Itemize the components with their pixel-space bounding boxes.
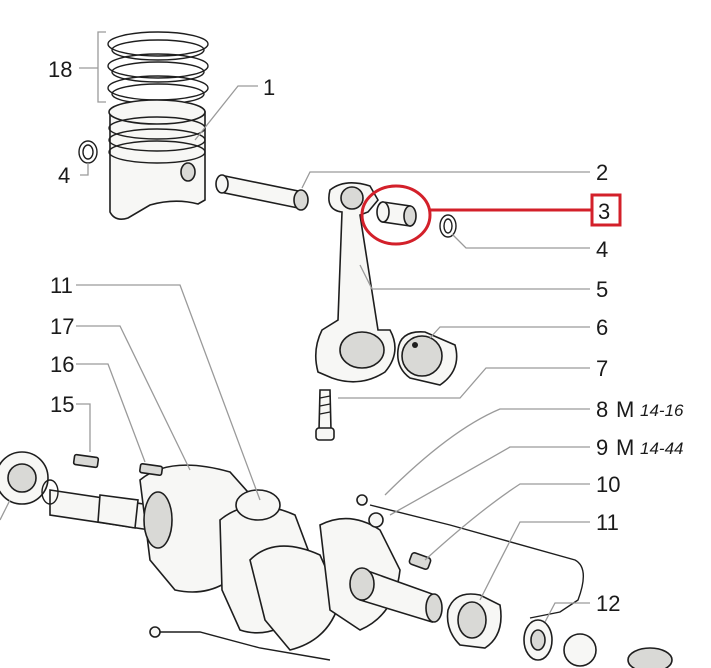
rod-bolt [315, 389, 335, 441]
key-16 [139, 462, 164, 477]
label-11-left: 11 [50, 273, 73, 298]
piston-rings [107, 31, 209, 105]
part-labels: 18 1 4 2 3 4 5 6 7 8 M 14-16 9 M 14-44 1… [48, 57, 684, 616]
label-12: 12 [596, 591, 620, 616]
label-8-range: 14-16 [640, 401, 684, 420]
leader-lines [0, 85, 590, 623]
label-5: 5 [596, 277, 608, 302]
label-9-m: M [616, 435, 634, 460]
label-2: 2 [596, 160, 608, 185]
tube-bottom [160, 631, 331, 661]
washer [563, 633, 597, 667]
label-1: 1 [263, 75, 275, 100]
small-washer-8 [356, 494, 368, 506]
label-4-left: 4 [58, 163, 70, 188]
label-4-right: 4 [596, 237, 608, 262]
small-part-9 [368, 512, 384, 528]
big-end-bearing [396, 331, 458, 386]
snap-ring-right [439, 214, 457, 238]
label-16: 16 [50, 352, 74, 377]
key-15 [72, 453, 100, 469]
highlight-circle [360, 184, 432, 246]
label-18: 18 [48, 57, 72, 82]
label-10: 10 [596, 472, 620, 497]
small-end-bush [376, 201, 417, 227]
label-11-right: 11 [596, 510, 619, 535]
label-8: 8 [596, 397, 608, 422]
piston [108, 99, 206, 220]
piston-pin [215, 174, 309, 211]
main-bearing-left [0, 451, 59, 505]
bracket-18 [97, 31, 106, 103]
highlight-box [590, 193, 622, 227]
connecting-rod [314, 182, 396, 383]
label-8-m: M [616, 397, 634, 422]
crankshaft [49, 464, 443, 651]
label-6: 6 [596, 315, 608, 340]
label-9: 9 [596, 435, 608, 460]
nut [627, 647, 673, 668]
label-15: 15 [50, 392, 74, 417]
label-9-range: 14-44 [640, 439, 683, 458]
roller-bearing-right [446, 593, 502, 649]
key-10 [408, 551, 432, 571]
label-7: 7 [596, 356, 608, 381]
oil-tube [369, 504, 584, 619]
label-3: 3 [598, 199, 610, 224]
label-17: 17 [50, 314, 74, 339]
